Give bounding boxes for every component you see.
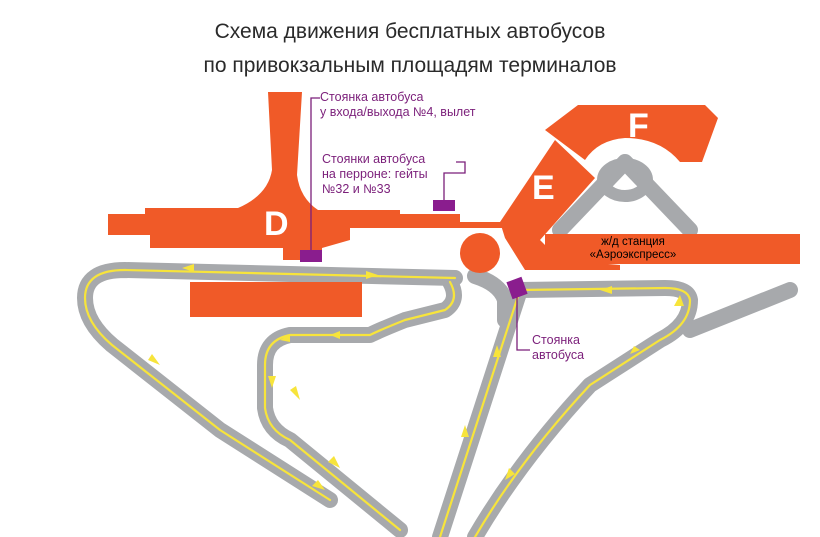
callout-bus-stop-line-1: Стоянка [532,333,580,347]
round-building [460,233,500,273]
callout-apron: Стоянки автобуса на перроне: гейты №32 и… [322,152,428,197]
callout-line-gate4 [310,97,320,250]
bus-stop-apron [433,200,455,211]
rail-station [545,234,800,264]
map-title-line-2: по привокзальным площадям терминалов [203,54,617,77]
terminal-d-building [108,92,540,260]
rail-station-label: ж/д станция «Аэроэкспресс» [558,236,708,262]
route-arrow [290,386,300,400]
callout-gate4-line-1: Стоянка автобуса [320,90,424,104]
terminal-e-building [500,140,620,270]
route-arrow [600,286,612,294]
map-title-line-1: Схема движения бесплатных автобусов [214,20,606,43]
callout-line-apron [443,161,466,200]
terminal-f-label: F [628,107,649,145]
callout-apron-line-2: на перроне: гейты [322,167,428,181]
road-inner-loop [257,274,462,537]
callout-apron-line-3: №32 и №33 [322,182,391,196]
route-arrow [630,346,640,354]
route-arrows [148,264,684,490]
bus-stop-gate4 [300,250,322,262]
bus-stop-square [506,276,528,300]
terminal-f-building [545,105,718,162]
callout-gate4-line-2: у входа/выхода №4, вылет [320,105,476,119]
callout-apron-line-1: Стоянки автобуса [322,152,426,166]
route-arrow [461,425,469,437]
road-east-exit [682,282,798,338]
route-arrow [328,456,340,468]
route-arrow [330,331,340,339]
route-arrow [312,480,325,490]
terminal-d-label: D [264,205,289,243]
road-connector [467,268,513,328]
callout-line-stop [516,297,530,351]
route-arrow [674,295,684,306]
terminals [108,92,800,317]
route-arrow [505,468,515,480]
route-arrow [182,264,194,272]
terminal-d-pier [190,282,362,317]
route-arrow [366,271,378,279]
rail-station-label-line-2: «Аэроэкспресс» [589,249,677,261]
bus-stops [300,97,530,351]
route-arrow [148,354,160,365]
callout-gate4: Стоянка автобуса у входа/выхода №4, выле… [320,90,476,120]
rail-station-label-line-1: ж/д станция [601,236,665,248]
route-arrow [268,376,276,388]
callout-bus-stop: Стоянка автобуса [532,333,584,363]
route-arrow [280,334,290,342]
callout-bus-stop-line-2: автобуса [532,348,585,362]
terminal-e-label: E [532,169,555,207]
route-arrow [493,345,501,357]
road-ring [597,158,653,202]
